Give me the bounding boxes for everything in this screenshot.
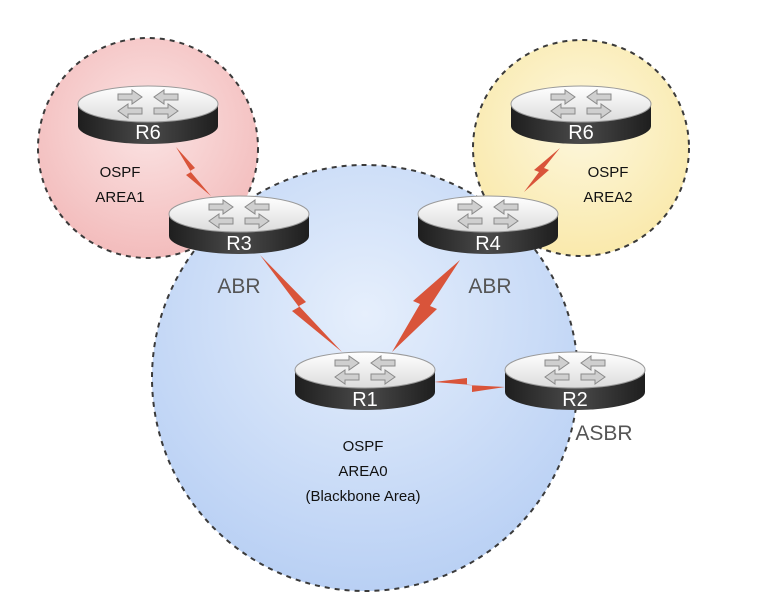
router-r3[interactable]: R3 (168, 195, 310, 255)
router-r6-area1-label: R6 (135, 122, 161, 144)
area2-label-line2: AREA2 (583, 189, 632, 206)
router-r3-label: R3 (226, 233, 252, 255)
router-r1-label: R1 (352, 389, 378, 411)
router-r1[interactable]: R1 (294, 351, 436, 411)
area1-label-line2: AREA1 (95, 189, 144, 206)
r3-role-label: ABR (217, 275, 260, 298)
router-r6-area1[interactable]: R6 (77, 85, 219, 145)
link-r1-r2 (434, 378, 505, 392)
r2-role-label: ASBR (575, 422, 632, 445)
area0-label-line1: OSPF (343, 438, 384, 455)
link-r3-r1 (260, 255, 342, 352)
router-r2-label: R2 (562, 389, 588, 411)
serial-links (176, 147, 560, 392)
router-r4-label: R4 (475, 233, 501, 255)
router-r4[interactable]: R4 (417, 195, 559, 255)
router-r2[interactable]: R2 (504, 351, 646, 411)
area2-label-line1: OSPF (588, 164, 629, 181)
link-r6-r4 (524, 148, 560, 192)
r4-role-label: ABR (468, 275, 511, 298)
link-r6-r3 (176, 147, 211, 196)
area0-label-line3: (Blackbone Area) (305, 488, 420, 505)
area0-label-line2: AREA0 (338, 463, 387, 480)
router-r6-area2-label: R6 (568, 122, 594, 144)
router-r6-area2[interactable]: R6 (510, 85, 652, 145)
area1-label-line1: OSPF (100, 164, 141, 181)
link-r4-r1 (392, 260, 460, 352)
